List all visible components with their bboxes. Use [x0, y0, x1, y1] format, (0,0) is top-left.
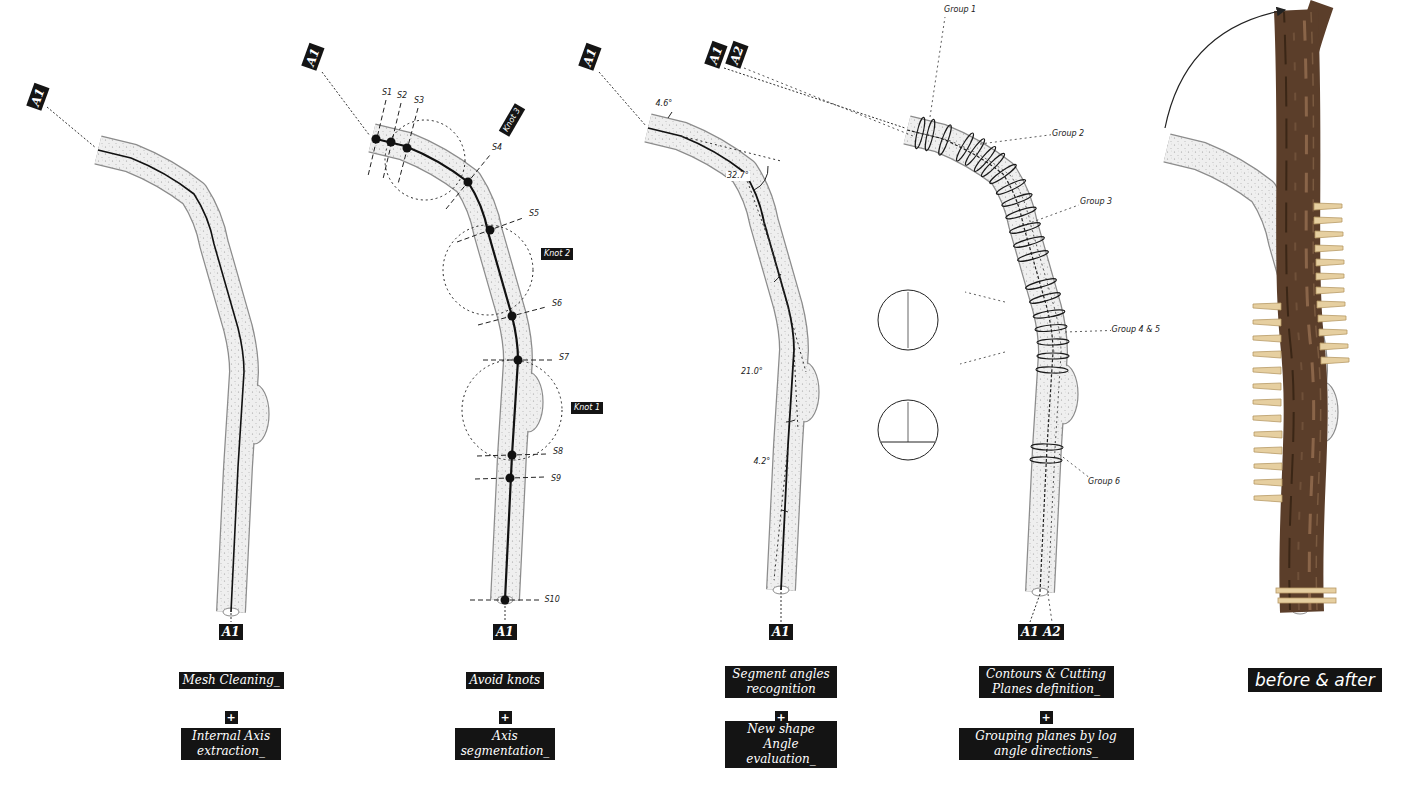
node-text: A1 — [303, 46, 322, 67]
plus-sign: + — [499, 711, 512, 724]
node-text: Knot 1 — [574, 403, 600, 413]
node-text: Knot 2 — [544, 249, 570, 259]
node-text: A1 — [706, 44, 725, 65]
node-text: A1 — [28, 86, 47, 107]
node-text: Avoid knots — [470, 673, 541, 688]
group-label: Group 4 & 5 — [1111, 325, 1162, 335]
panel-cutting-planes — [907, 17, 1125, 596]
node-text: New shape Angle evaluation_ — [729, 722, 833, 767]
node-text: A1 — [1021, 625, 1039, 639]
step-caption: Internal Axis extraction_ — [181, 728, 281, 760]
step-caption: Grouping planes by log angle directions_ — [959, 728, 1134, 760]
node-text: A1 — [496, 625, 514, 639]
axis-tag: A1 — [26, 83, 49, 111]
segment-label: S1 — [381, 88, 393, 98]
node-text: Contours & Cutting Planes definition_ — [983, 667, 1110, 697]
step-caption: Axis segmentation_ — [455, 728, 555, 760]
node-text: Segment angles recognition — [729, 667, 833, 697]
step-caption: Contours & Cutting Planes definition_ — [979, 666, 1114, 698]
axis-tag: A2 — [1040, 624, 1064, 640]
axis-tag: A1 — [219, 624, 243, 640]
section-circles — [878, 290, 938, 460]
axis-tag: A1 — [578, 43, 601, 71]
node-text: A1 — [580, 46, 599, 67]
segment-label: S3 — [413, 96, 425, 106]
panel-angles — [648, 112, 819, 594]
knot-tag: Knot 3 — [499, 103, 525, 137]
plus-sign: + — [1040, 711, 1053, 724]
node-text: + — [227, 711, 236, 724]
log-photo — [1253, 4, 1349, 612]
node-text: before & after — [1255, 669, 1375, 691]
panel-segments — [368, 100, 562, 605]
axis-tag: A2 — [725, 41, 748, 69]
node-text: Internal Axis extraction_ — [185, 729, 277, 759]
panel-mesh — [98, 150, 269, 616]
node-text: A1 — [772, 625, 790, 639]
angle-label: 21.0° — [740, 367, 764, 377]
axis-tag: A1 — [1018, 624, 1042, 640]
result-caption: before & after — [1248, 668, 1382, 692]
segment-label: S5 — [528, 209, 540, 219]
segment-label: S8 — [552, 447, 564, 457]
segment-label: S7 — [558, 353, 570, 363]
angle-label: 4.2° — [753, 457, 772, 467]
step-caption: Segment angles recognition — [725, 666, 837, 698]
node-text: Grouping planes by log angle directions_ — [963, 729, 1130, 759]
axis-tag: A1 — [704, 41, 727, 69]
node-text: Knot 3 — [501, 106, 523, 134]
step-caption: Mesh Cleaning_ — [179, 672, 284, 689]
axis-tag: A1 — [769, 624, 793, 640]
axis-tag: A1 — [301, 43, 324, 71]
step-caption: New shape Angle evaluation_ — [725, 721, 837, 768]
node-text: A2 — [1043, 625, 1061, 639]
axis-tag: A1 — [493, 624, 517, 640]
angle-label: 4.6° — [655, 99, 674, 109]
node-text: + — [1042, 711, 1051, 724]
rotation-arrow — [1165, 10, 1285, 128]
group-label: Group 6 — [1087, 477, 1121, 487]
group-label: Group 2 — [1051, 129, 1085, 139]
node-text: A1 — [222, 625, 240, 639]
segment-label: S4 — [491, 143, 503, 153]
step-caption: Avoid knots — [466, 672, 545, 689]
plus-sign: + — [225, 711, 238, 724]
segment-label: S9 — [550, 474, 562, 484]
group-label: Group 1 — [943, 5, 977, 15]
node-text: A2 — [727, 44, 746, 65]
segment-label: S2 — [396, 91, 408, 101]
knot-tag: Knot 1 — [571, 402, 603, 414]
group-label: Group 3 — [1079, 197, 1113, 207]
angle-label: 32.7° — [726, 171, 750, 181]
node-text: + — [501, 711, 510, 724]
segment-label: S10 — [544, 595, 561, 605]
knot-tag: Knot 2 — [541, 248, 573, 260]
segment-label: S6 — [551, 299, 563, 309]
node-text: Axis segmentation_ — [459, 729, 551, 759]
node-text: Mesh Cleaning_ — [183, 673, 280, 688]
